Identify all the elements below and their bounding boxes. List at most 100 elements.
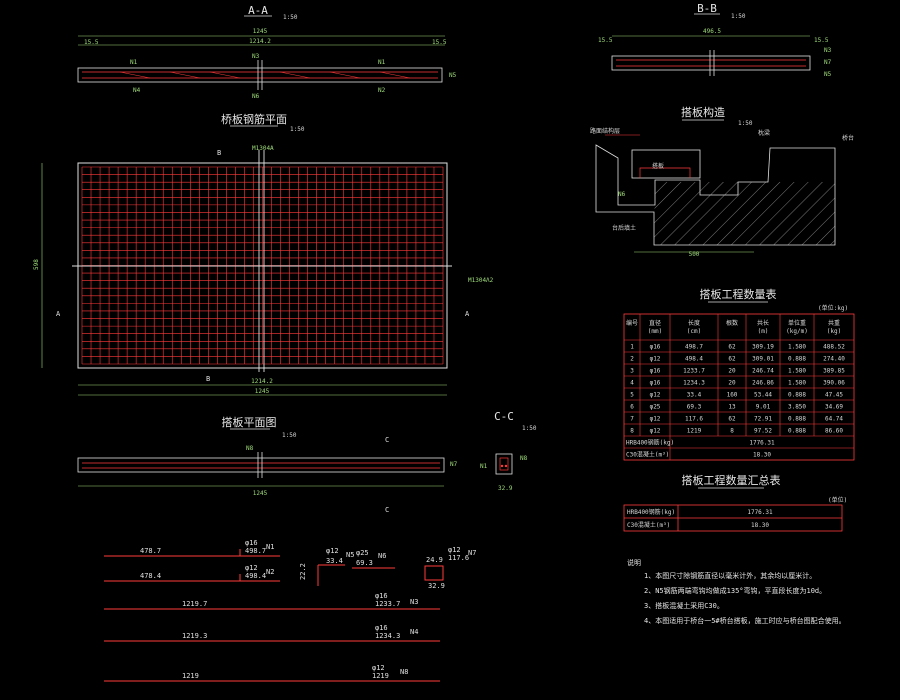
side-n7: N7 (450, 461, 458, 468)
rebar-n8-dia: φ12 (372, 664, 385, 672)
rebar-n2-len: 478.4 (140, 572, 161, 580)
aa-dim-left: 15.5 (84, 39, 99, 46)
table1-unit: (单位:kg) (818, 304, 848, 312)
rebar-n8-val: 1219 (372, 672, 389, 680)
rebar-n3-dia: φ16 (375, 592, 388, 600)
n7-a: 24.9 (426, 556, 443, 564)
side-n8: N8 (246, 445, 254, 452)
aa-n1a: N1 (130, 59, 138, 66)
section-aa-title: A-A (248, 4, 268, 17)
table1-cell: 498.7 (685, 344, 703, 351)
table1-header-cell: 直径 (649, 319, 661, 327)
table1-header-cell: (cm) (687, 328, 701, 335)
table1-total-label: HRB400钢筋(kg) (626, 439, 674, 447)
rebar-details: 478.7 φ16 498.7 N1 478.4 φ12 498.4 N2 12… (104, 539, 476, 682)
detail-n6: N6 (618, 191, 626, 198)
table1-cell: 0.888 (788, 428, 806, 435)
note-2: 2、N5钢筋两端弯钩均做成135°弯钩，平直段长度为10d。 (644, 586, 826, 595)
section-bb: B-B 1:50 496.5 15.5 15.5 N3 N7 N5 (598, 2, 832, 78)
table1-cell: 498.4 (685, 356, 703, 363)
n7-mark: N7 (468, 549, 476, 557)
n6-dia: φ25 (356, 549, 369, 557)
detail-scale: 1:50 (738, 120, 753, 127)
plan-dim-height: 598 (33, 259, 40, 270)
table1-cell: 1233.7 (683, 368, 705, 375)
plan-a-left: A (56, 310, 61, 318)
quantity-table: 搭板工程数量表 (单位:kg) 编号直径(mm)长度(cm)根数共长(m)单位重… (623, 287, 855, 461)
table2-r1-value: 1776.31 (747, 509, 773, 516)
table1-cell: 488.52 (823, 344, 845, 351)
section-cc-title: C-C (494, 410, 514, 423)
table1-header-cell: 长度 (688, 319, 700, 327)
detail-view: 搭板构造 1:50 路面结构层 搭板 枕梁 桥台 台后填土 N6 500 (590, 105, 854, 258)
table1-cell: 1.580 (788, 368, 806, 375)
aa-dim-top: 1245 (253, 28, 268, 35)
section-aa-scale: 1:50 (283, 14, 298, 21)
table1-cell: 64.74 (825, 416, 843, 423)
table1-cell: 5 (630, 392, 634, 399)
plan-title: 桥板钢筋平面 (221, 112, 287, 126)
table1-cell: φ12 (650, 356, 661, 363)
table1-header-cell: (m) (758, 328, 769, 335)
table1-cell: 160 (727, 392, 738, 399)
table1-cell: 62 (728, 344, 736, 351)
bb-n3: N3 (824, 47, 832, 54)
table1-cell: 4 (630, 380, 634, 387)
side-title: 搭板平面图 (222, 415, 277, 429)
rebar-n3-len: 1219.7 (182, 600, 207, 608)
aa-n2: N2 (378, 87, 386, 94)
table1-cell: 246.86 (752, 380, 774, 387)
note-4: 4、本图适用于桥台一5#桥台搭板，施工时应与桥台图配合使用。 (644, 616, 846, 625)
table1-cell: 62 (728, 416, 736, 423)
table1-cell: 246.74 (752, 368, 774, 375)
rebar-n4-mark: N4 (410, 628, 418, 636)
table1-cell: 3 (630, 368, 634, 375)
aa-n5: N5 (449, 72, 457, 79)
table2-unit: (单位) (828, 496, 847, 504)
notes-title: 说明 (627, 558, 641, 567)
n7-dia: φ12 (448, 546, 461, 554)
cc-n1: N1 (480, 463, 488, 470)
aa-n3: N3 (252, 53, 260, 60)
table1-cell: 8 (730, 428, 734, 435)
table1-header-cell: (mm) (648, 328, 662, 335)
table1-cell: 309.19 (752, 344, 774, 351)
table1-cell: φ12 (650, 416, 661, 423)
rebar-n1-len: 478.7 (140, 547, 161, 555)
section-cc: C-C 1:50 N1 N8 32.9 (480, 410, 537, 492)
table1-concrete-label: C30混凝土(m³) (626, 451, 669, 459)
table1-header-cell: 单位重 (788, 319, 806, 327)
rebar-n1-val: 498.7 (245, 547, 266, 555)
section-bb-scale: 1:50 (731, 13, 746, 20)
side-dim-total: 1245 (253, 490, 268, 497)
side-c-bottom: C (385, 506, 389, 514)
table1-cell: 62 (728, 356, 736, 363)
table1-cell: 47.45 (825, 392, 843, 399)
rebar-grid (81, 166, 444, 365)
table1-cell: 1 (630, 344, 634, 351)
bb-dim-right: 15.5 (814, 37, 829, 44)
bb-dim-left: 15.5 (598, 37, 613, 44)
table2-r2-value: 18.30 (751, 522, 769, 529)
table1-cell: 309.01 (752, 356, 774, 363)
table1-cell: 1234.3 (683, 380, 705, 387)
table1-cell: 1.580 (788, 380, 806, 387)
plan-scale: 1:50 (290, 126, 305, 133)
table1-header-cell: (kg) (827, 328, 841, 335)
table1-cell: φ25 (650, 404, 661, 411)
table1-cell: 1219 (687, 428, 702, 435)
table1-concrete-value: 18.30 (753, 452, 771, 459)
plan-dim-inner: 1214.2 (251, 378, 273, 385)
n7-val: 117.6 (448, 554, 469, 562)
table1-cell: 34.69 (825, 404, 843, 411)
aa-dim-right: 15.5 (432, 39, 447, 46)
table1-cell: 0.888 (788, 392, 806, 399)
table1-cell: 0.888 (788, 416, 806, 423)
table1-cell: φ16 (650, 344, 661, 351)
bb-dim-top: 496.5 (703, 28, 721, 35)
n6-val: 69.3 (356, 559, 373, 567)
n7-b: 32.9 (428, 582, 445, 590)
table1-cell: 3.850 (788, 404, 806, 411)
